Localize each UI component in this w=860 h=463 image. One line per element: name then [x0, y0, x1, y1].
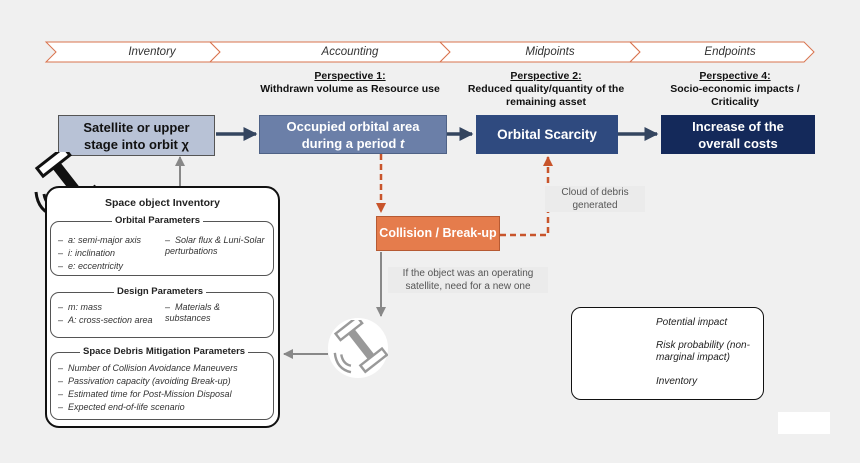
costs-line2: overall costs — [698, 135, 778, 151]
satellite-icon — [333, 320, 388, 374]
mitigation-item: – Number of Collision Avoidance Maneuver… — [58, 363, 238, 373]
mitigation-item: – Expected end-of-life scenario — [58, 402, 185, 412]
phase-inventory: Inventory — [128, 46, 176, 58]
legend-potential: Potential impact — [656, 317, 728, 328]
occupied-box: Occupied orbital area during a period t — [259, 115, 447, 154]
perspective-2: Perspective 2: Reduced quality/quantity … — [462, 70, 630, 109]
perspective-2-text: Reduced quality/quantity of the remainin… — [467, 83, 625, 108]
satellite-line2: stage into orbit χ — [84, 136, 189, 152]
costs-box: Increase of the overall costs — [661, 115, 815, 154]
chevron-endpoints — [628, 41, 815, 63]
legend-inventory: Inventory — [656, 376, 698, 387]
perspective-4-text: Socio-economic impacts / Criticality — [670, 83, 800, 108]
legend — [571, 307, 764, 400]
orbital-title: Orbital Parameters — [112, 215, 204, 226]
orbital-extra: – Solar flux & Luni-Solar perturbations — [165, 235, 265, 256]
operating-note: If the object was an operating satellite… — [388, 267, 548, 293]
phase-endpoints: Endpoints — [704, 46, 756, 58]
costs-line1: Increase of the — [692, 118, 784, 134]
inventory-title: Space object Inventory — [105, 197, 220, 209]
mitigation-item: – Passivation capacity (avoiding Break-u… — [58, 376, 231, 386]
occupied-line2: during a period — [301, 135, 397, 151]
arrow-collision-scarcity — [500, 156, 553, 237]
mitigation-item: – Estimated time for Post-Mission Dispos… — [58, 389, 232, 399]
new-satellite-circle — [328, 318, 388, 378]
perspective-2-heading: Perspective 2: — [510, 70, 582, 82]
satellite-line1: Satellite or upper — [83, 119, 190, 135]
design-extra: – Materials & substances — [165, 302, 221, 323]
perspective-1-heading: Perspective 1: — [314, 70, 386, 82]
design-section — [50, 292, 274, 338]
collision-box: Collision / Break-up — [376, 216, 500, 251]
perspective-1: Perspective 1: Withdrawn volume as Resou… — [250, 70, 450, 96]
perspective-1-text: Withdrawn volume as Resource use — [260, 83, 440, 95]
orbital-item: – i: inclination — [58, 248, 116, 258]
phase-accounting: Accounting — [321, 46, 379, 58]
legend-risk: Risk probability (non-marginal impact) — [656, 340, 750, 363]
design-title: Design Parameters — [114, 286, 207, 297]
satellite-box: Satellite or upper stage into orbit χ — [58, 115, 215, 156]
orbital-section — [50, 221, 274, 276]
mitigation-title: Space Debris Mitigation Parameters — [80, 346, 249, 357]
occupied-line1: Occupied orbital area — [286, 118, 420, 134]
scarcity-box: Orbital Scarcity — [476, 115, 618, 154]
debris-note: Cloud of debris generated — [545, 186, 645, 212]
perspective-4: Perspective 4: Socio-economic impacts / … — [655, 70, 815, 109]
design-item: – A: cross-section area — [58, 315, 153, 325]
corner-patch — [778, 412, 830, 434]
phase-midpoints: Midpoints — [525, 46, 575, 58]
perspective-4-heading: Perspective 4: — [699, 70, 771, 82]
design-item: – m: mass — [58, 302, 103, 312]
phase-chevrons — [44, 41, 815, 63]
orbital-item: – a: semi-major axis — [58, 235, 142, 245]
occupied-var: t — [399, 135, 405, 151]
orbital-item: – e: eccentricity — [58, 261, 124, 271]
